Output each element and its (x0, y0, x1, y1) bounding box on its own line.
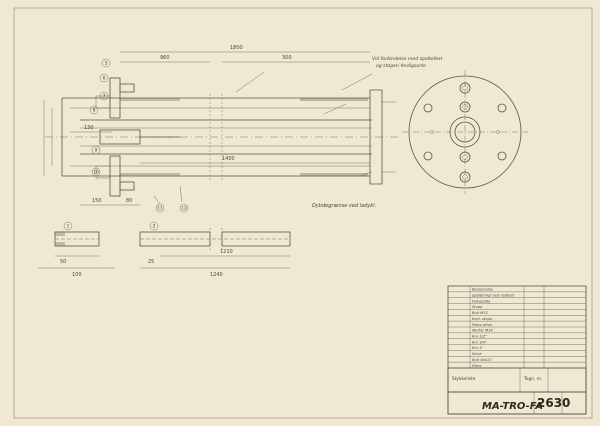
detail2-sub-text: 25 (148, 259, 154, 265)
callout-label: 8 (93, 108, 96, 114)
dim-left-inner-text: 130 (84, 125, 94, 131)
sheet-border (13, 7, 593, 419)
callout-label: 11 (157, 206, 163, 212)
parts-list-item: Skive (472, 352, 482, 356)
dim-right-span-text: 300 (282, 55, 292, 61)
stamp-line-2: Tegn. nr. (523, 376, 542, 382)
end-view-flange (402, 70, 528, 194)
parts-list-item: Kobl. stopp (472, 317, 493, 321)
parts-list-item: Flens skive (472, 323, 493, 327)
parts-list-item: Bolt 40x12 (472, 358, 492, 362)
callout-bubble (89, 105, 99, 115)
parts-list-item: Flens (472, 364, 482, 368)
drawing-number: 2630 (537, 396, 570, 410)
top-note-line-1: Vid forbindelse med spaltefest (372, 56, 442, 62)
parts-list-item: Stypp (472, 305, 483, 309)
callout-bubble (91, 145, 101, 155)
dim-overall-text: 1800 (230, 45, 243, 51)
callout-label: 12 (181, 206, 187, 212)
callout-label: 9 (95, 148, 98, 154)
callout-bubble (91, 167, 101, 177)
bolt-holes (423, 82, 507, 183)
callout-bubble (179, 203, 189, 213)
right-flange (369, 89, 383, 185)
callout-bubble (149, 221, 159, 231)
bolt-head-lower (119, 181, 135, 191)
dim-bottom-left-text: 150 (92, 198, 102, 204)
callout-label: 5 (105, 61, 108, 67)
callout-bubble (63, 221, 73, 231)
detail-view-2 (139, 228, 291, 269)
parts-list-item: Ror 3/4" (472, 340, 487, 344)
parts-list-item: Ror 1/2" (472, 335, 487, 339)
dim-left-span-text: 960 (160, 55, 170, 61)
callout-bubble (99, 73, 109, 83)
dim-inner-text: 1400 (222, 156, 235, 162)
callout-label: 7 (103, 94, 106, 100)
bolt-head-upper (119, 83, 135, 93)
parts-list-item: Ror 1" (472, 346, 484, 350)
detail1-sub-text: 50 (60, 259, 66, 265)
parts-list-item: Spalteringl ved nederst (472, 294, 515, 298)
parts-list-item: Bolt M12 (472, 311, 489, 315)
parts-list-item: Fiskeplate (472, 299, 491, 303)
callout-bubble (99, 91, 109, 101)
mid-note: Dybdegrænse ved ladykl. (312, 203, 376, 209)
stamp-line-1: Stykkeliste (452, 376, 476, 382)
callout-label: 1 (67, 224, 70, 230)
detail2-length-text: 1210 (220, 249, 233, 255)
callout-label: 2 (153, 224, 156, 230)
part-code: MA-TRO-FA (482, 401, 543, 412)
detail-view-1 (38, 231, 115, 269)
dim-bottom-mid-text: 80 (126, 198, 132, 204)
main-side-view (43, 51, 400, 206)
title-block-frame (447, 285, 587, 415)
top-note-line-2: og stoperi ferdigsorte (376, 63, 426, 69)
callout-bubble (101, 58, 111, 68)
detail2-full-text: 1240 (210, 272, 223, 278)
detail1-length-text: 100 (72, 272, 82, 278)
callout-bubble (155, 203, 165, 213)
parts-list-item: Mutter M16 (472, 329, 493, 333)
parts-list-item: Benevnelse (472, 288, 494, 292)
callout-label: 6 (103, 76, 106, 82)
callout-label: 10 (93, 170, 99, 176)
hatched-bands (120, 98, 368, 176)
